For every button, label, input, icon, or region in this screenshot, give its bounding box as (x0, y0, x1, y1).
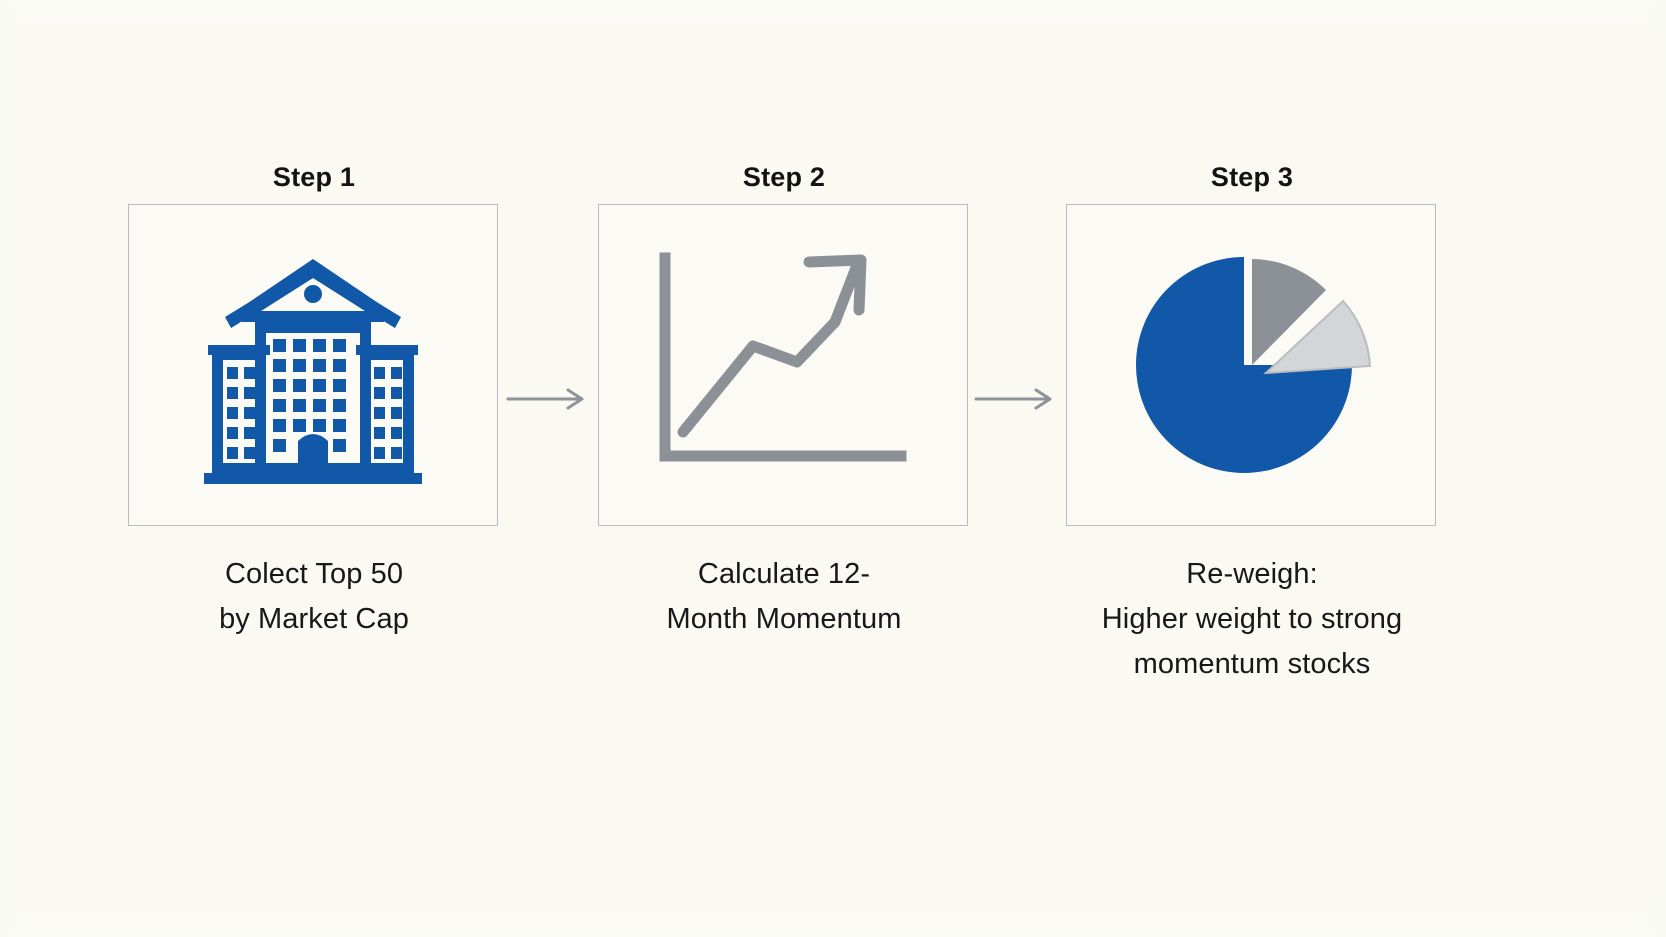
step-3: Step 3 Re-weigh: Higher weight to strong… (1066, 160, 1438, 687)
step-1: Step 1 (128, 160, 500, 642)
step-2-caption: Calculate 12- Month Momentum (598, 552, 970, 642)
step-2: Step 2 (598, 160, 970, 642)
pie-slice-blue (1136, 257, 1352, 473)
pie-chart-icon (1136, 257, 1372, 473)
step-3-caption-line-2: Higher weight to strong (1101, 603, 1403, 635)
step-1-caption-line-1: Colect Top 50 (224, 558, 404, 590)
arrow-step1-to-step2 (506, 386, 592, 412)
step-3-card[interactable] (1066, 204, 1436, 526)
step-3-caption-line-1: Re-weigh: (1186, 558, 1318, 590)
bank-building-icon (204, 259, 422, 484)
step-1-title: Step 1 (272, 162, 356, 192)
step-1-caption-line-2: by Market Cap (219, 603, 409, 635)
step-2-caption-line-1: Calculate 12- (697, 558, 871, 590)
step-2-card[interactable] (598, 204, 968, 526)
line-chart-uptrend-icon (659, 252, 907, 462)
pie-slice-dark-gray (1252, 259, 1326, 365)
arrow-step2-to-step3 (974, 386, 1060, 412)
step-2-caption-line-2: Month Momentum (666, 603, 902, 635)
step-1-caption: Colect Top 50 by Market Cap (128, 552, 500, 642)
step-3-caption: Re-weigh: Higher weight to strong moment… (1066, 552, 1438, 687)
step-2-title: Step 2 (742, 162, 826, 192)
pie-slice-light-gray (1263, 299, 1372, 375)
step-1-card[interactable] (128, 204, 498, 526)
step-3-caption-line-3: momentum stocks (1133, 648, 1371, 680)
step-3-title: Step 3 (1210, 162, 1294, 192)
